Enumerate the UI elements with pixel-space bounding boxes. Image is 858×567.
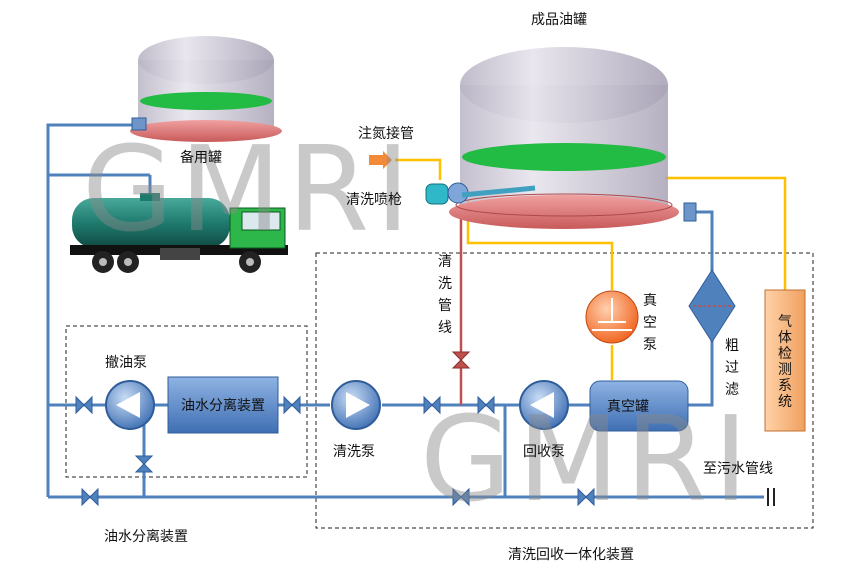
- cleaning-line-label: 清洗管线: [438, 254, 452, 336]
- oil-water-separator-caption: 油水分离装置: [104, 528, 188, 545]
- valve-icon: [477, 395, 487, 415]
- backup-tank-nozzle: [131, 117, 147, 131]
- valve-icon: [134, 455, 154, 465]
- cleaning-pump-icon: [331, 380, 381, 430]
- gas-detection-system: [764, 289, 806, 432]
- pump-out-pump-icon: [105, 380, 155, 430]
- backup-tank: [130, 36, 282, 142]
- vacuum-pump-label: 真空泵: [643, 293, 657, 353]
- coarse-filter-icon: [688, 269, 736, 343]
- valve-icon: [585, 487, 595, 507]
- valve-icon: [83, 395, 93, 415]
- integrated-unit-caption: 清洗回收一体化装置: [508, 547, 634, 563]
- cleaning-pump-label: 清洗泵: [333, 444, 375, 460]
- watermark: GMRI: [82, 120, 416, 258]
- sewer-end-cap: [767, 488, 775, 506]
- valve-icon: [485, 395, 495, 415]
- valve-icon: [291, 395, 301, 415]
- spray-gun-icon: [425, 182, 536, 205]
- recovery-pump-icon: [519, 380, 569, 430]
- yellow-pipelines: [395, 158, 787, 380]
- valve-icon: [75, 395, 85, 415]
- vacuum-tank-device: [589, 380, 689, 432]
- tanker-truck-icon: [70, 193, 288, 273]
- valve-icon: [81, 487, 91, 507]
- valve-icon: [89, 487, 99, 507]
- oil-water-separator-device: [167, 376, 279, 434]
- to-sewer-label: 至污水管线: [703, 461, 773, 477]
- valve-icon: [423, 395, 433, 415]
- product-tank-label: 成品油罐: [531, 12, 587, 28]
- valve-icon: [283, 395, 293, 415]
- watermark: GMRI: [420, 390, 754, 528]
- valve-icon: [577, 487, 587, 507]
- pump-out-label: 撤油泵: [105, 355, 147, 371]
- valve-icon: [452, 487, 462, 507]
- integrated-unit-boundary: [315, 252, 814, 529]
- spray-gun-label: 清洗喷枪: [346, 191, 402, 208]
- vacuum-tank-label: 真空罐: [607, 399, 649, 415]
- nitrogen-arrow-icon: [369, 151, 392, 169]
- valve-icon: [134, 463, 154, 473]
- product-oil-tank: [449, 47, 679, 229]
- recovery-pump-label: 回收泵: [523, 444, 565, 460]
- valve-icon: [460, 487, 470, 507]
- red-valve-icon: [451, 351, 471, 369]
- separator-unit-boundary: [65, 325, 308, 478]
- blue-valves: [75, 395, 595, 507]
- valve-icon: [431, 395, 441, 415]
- backup-tank-label: 备用罐: [180, 149, 222, 166]
- oil-water-separator-box-label: 油水分离装置: [181, 397, 265, 414]
- nitrogen-pipe-label: 注氮接管: [358, 125, 414, 142]
- product-tank-outlet-nozzle: [683, 202, 697, 222]
- coarse-filter-label: 粗过滤: [725, 338, 739, 398]
- gas-detection-label: 气体检测系统: [778, 314, 792, 410]
- vacuum-pump-icon: [585, 290, 639, 344]
